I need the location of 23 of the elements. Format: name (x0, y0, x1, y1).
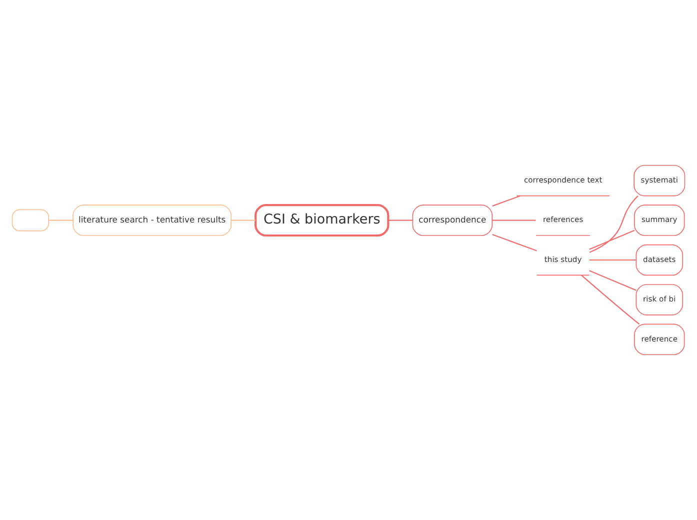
connector (589, 259, 636, 261)
node-box: datasets (636, 244, 684, 276)
connector (492, 234, 537, 252)
connector (589, 196, 638, 253)
connector (388, 220, 413, 221)
node-box: summary (634, 204, 685, 236)
node-text: references (542, 215, 584, 224)
node-box: literature search - tentative results (72, 204, 232, 236)
connector (492, 220, 536, 221)
node-box: systemati (634, 164, 686, 196)
node-text: correspondence text (524, 175, 602, 184)
node-box (12, 209, 49, 232)
node-box: correspondence (412, 204, 493, 236)
connector (589, 270, 636, 291)
connector (231, 220, 256, 221)
node-text: this study (544, 254, 582, 264)
connector (589, 230, 635, 250)
node-box: risk of bi (636, 284, 684, 316)
connector (48, 220, 74, 221)
connector (581, 274, 640, 325)
connector (492, 195, 520, 207)
node-box: reference (634, 324, 685, 356)
node-box: CSI & biomarkers (254, 204, 390, 237)
